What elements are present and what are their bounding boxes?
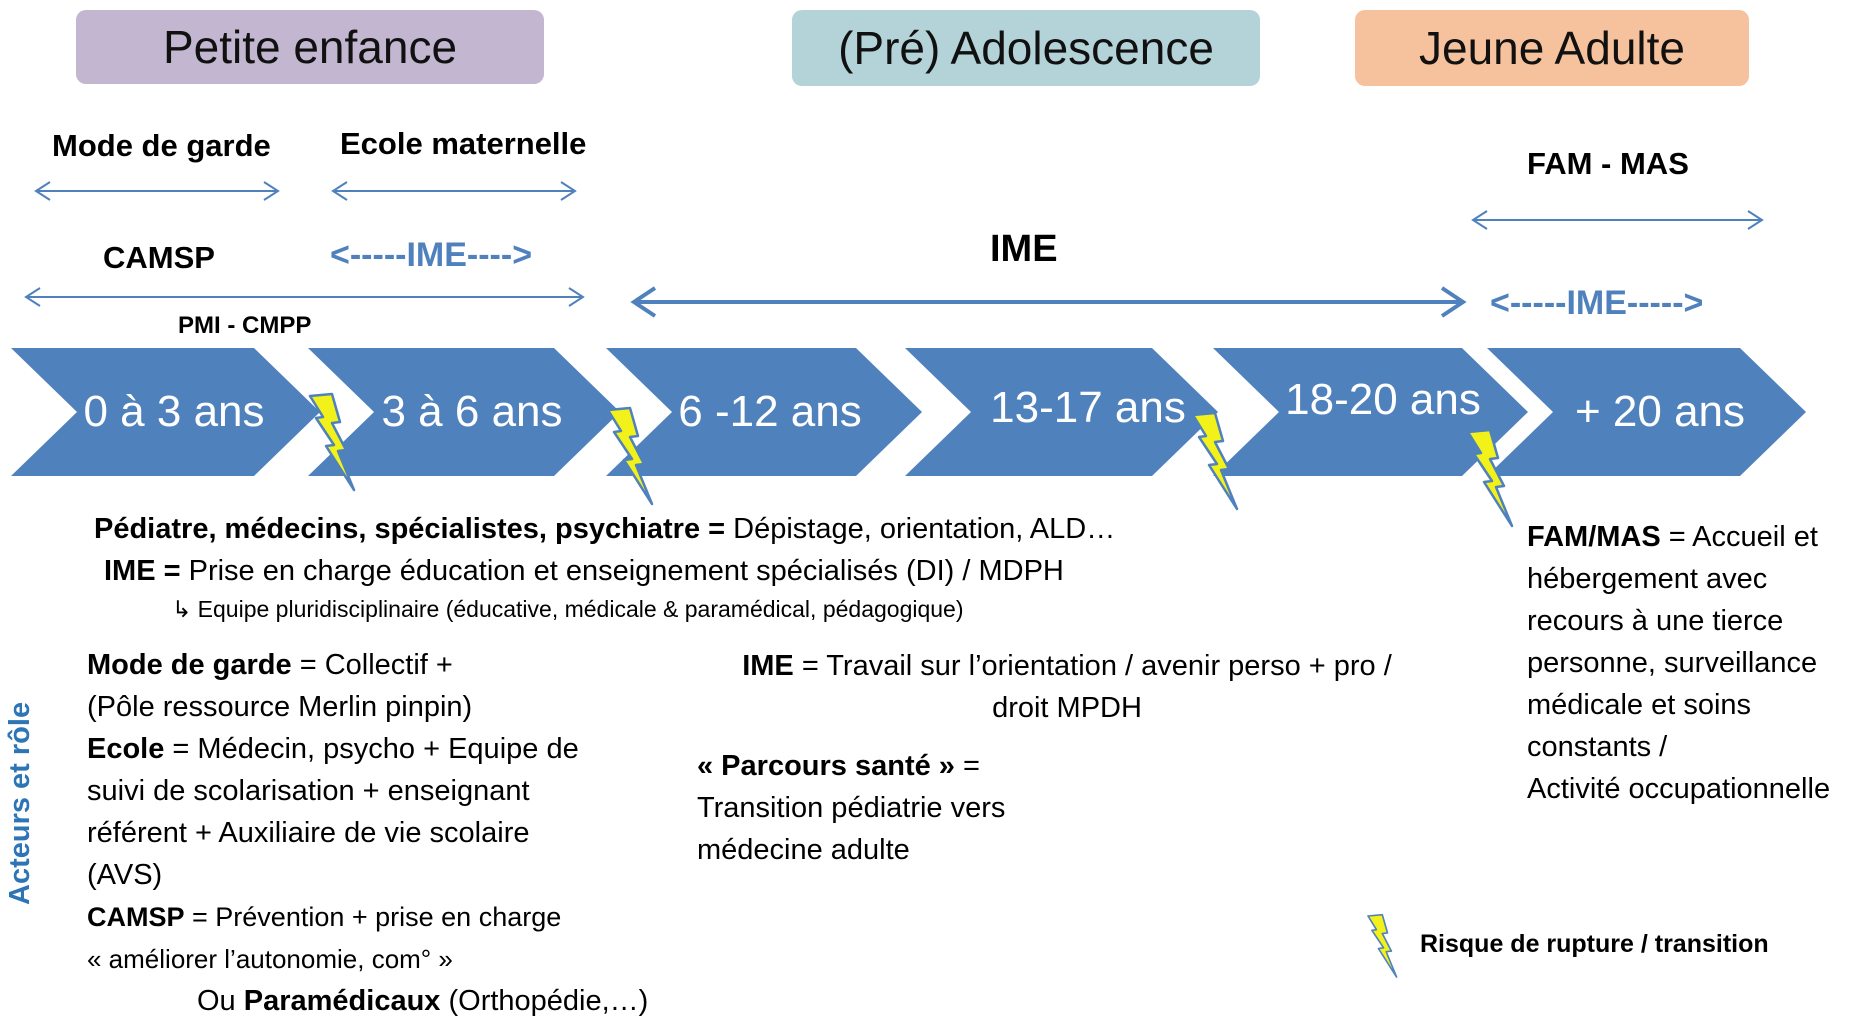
roles-line-pediatre: Pédiatre, médecins, spécialistes, psychi… xyxy=(94,513,1116,545)
phase-label: Petite enfance xyxy=(162,21,458,73)
legend-label: Risque de rupture / transition xyxy=(1420,930,1769,958)
chevron-3-6 xyxy=(308,348,620,476)
ime-dashed-right-label: <-----IME-----> xyxy=(1490,284,1704,322)
arrow-ecole-maternelle xyxy=(331,181,577,201)
age-label: 6 -12 ans xyxy=(678,387,862,436)
fam-mas-label: FAM - MAS xyxy=(1527,146,1689,181)
arrow-fam-mas xyxy=(1471,210,1764,230)
middle-ime-block: IME = Travail sur l’orientation / avenir… xyxy=(742,650,1392,724)
side-label: Acteurs et rôle xyxy=(4,701,36,905)
chevron-20-plus xyxy=(1487,348,1806,476)
age-label: 3 à 6 ans xyxy=(381,387,563,436)
chevron-6-12 xyxy=(606,348,922,476)
phase-petite-enfance: Petite enfance xyxy=(76,10,544,84)
camsp-label: CAMSP xyxy=(103,240,215,275)
arrow-ime-main xyxy=(630,286,1467,318)
age-label: 18-20 ans xyxy=(1285,375,1481,424)
phase-pre-adolescence: (Pré) Adolescence xyxy=(792,10,1260,86)
legend-lightning-icon xyxy=(1367,913,1398,978)
age-chevrons xyxy=(11,348,1806,476)
arrow-mode-de-garde xyxy=(34,181,280,201)
chevron-13-17 xyxy=(905,348,1218,476)
age-label: 0 à 3 ans xyxy=(83,387,265,436)
ime-dashed-left-label: <-----IME----> xyxy=(330,236,533,274)
pmi-cmpp-label: PMI - CMPP xyxy=(178,312,312,339)
right-fam-block: FAM/MAS = Accueil et hébergement avec re… xyxy=(1527,521,1831,805)
arrow-return-icon: ↳ xyxy=(172,596,198,622)
parcours-sante-block: « Parcours santé » = Transition pédiatri… xyxy=(697,750,1006,866)
chevron-0-3 xyxy=(11,348,320,476)
left-actors-block: Mode de garde = Collectif + (Pôle ressou… xyxy=(87,649,649,1017)
roles-line-ime: IME = Prise en charge éducation et ensei… xyxy=(104,555,1064,587)
roles-block: Pédiatre, médecins, spécialistes, psychi… xyxy=(94,508,1115,626)
ecole-maternelle-label: Ecole maternelle xyxy=(340,126,587,161)
age-label: + 20 ans xyxy=(1574,387,1746,436)
arrow-camsp xyxy=(24,287,585,307)
chevron-18-20 xyxy=(1213,348,1528,476)
phase-label: (Pré) Adolescence xyxy=(838,22,1214,74)
lightning-icon xyxy=(1466,428,1514,528)
phase-label: Jeune Adulte xyxy=(1418,22,1685,74)
mode-de-garde-label: Mode de garde xyxy=(52,128,271,163)
roles-line-equipe: ↳ Equipe pluridisciplinaire (éducative, … xyxy=(172,596,964,622)
phase-jeune-adulte: Jeune Adulte xyxy=(1355,10,1749,86)
ime-main-label: IME xyxy=(990,228,1058,270)
age-label: 13-17 ans xyxy=(990,383,1186,432)
range-arrows xyxy=(24,181,1764,318)
